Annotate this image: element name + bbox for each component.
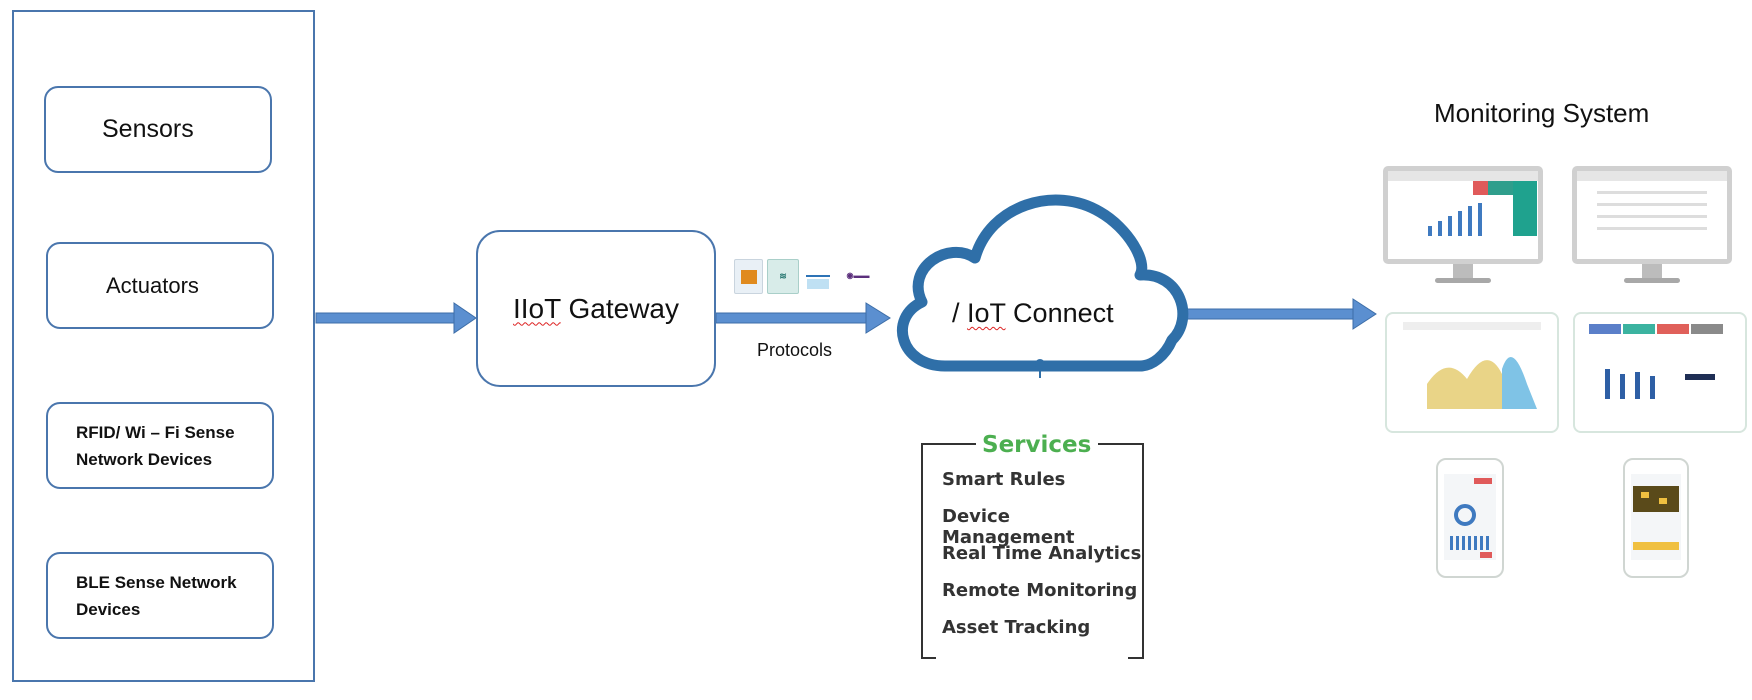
phone-map-icon <box>1623 458 1689 578</box>
desktop-monitor-icon <box>1572 166 1732 286</box>
service-item: Asset Tracking <box>942 617 1091 638</box>
tablet-bar-chart-icon <box>1573 312 1747 433</box>
services-title: Services <box>982 432 1092 458</box>
desktop-monitor-icon <box>1383 166 1543 286</box>
monitoring-title: Monitoring System <box>1434 98 1650 128</box>
arrow-panel-to-gateway <box>315 302 477 334</box>
ble-line-2: Devices <box>76 599 141 619</box>
gateway-label: IIoT Gateway <box>513 293 679 325</box>
iiot-gateway-box: IIoT Gateway <box>476 230 716 387</box>
arrow-gateway-to-cloud <box>715 302 891 334</box>
ble-box: BLE Sense Network Devices <box>46 552 274 639</box>
area-chart-graphic <box>1403 322 1541 409</box>
protocol-logos: ≋ ◉▬▬ <box>734 259 886 295</box>
actuators-label: Actuators <box>106 272 199 298</box>
can-bus-logo-icon: ≋ <box>767 259 799 294</box>
cloud-shape <box>897 194 1189 378</box>
services-bracket <box>921 443 1144 659</box>
ble-line-1: BLE Sense Network <box>76 572 237 592</box>
bar-chart-graphic <box>1589 324 1723 399</box>
service-item: Smart Rules <box>942 469 1066 490</box>
arrow-cloud-to-monitoring <box>1184 298 1377 330</box>
protocols-label: Protocols <box>757 340 833 360</box>
phone-dashboard-icon <box>1436 458 1504 578</box>
sensors-label: Sensors <box>102 115 194 143</box>
service-item: Device Management <box>942 506 1075 548</box>
sensors-box: Sensors <box>44 86 272 173</box>
gateway-label-rest: Gateway <box>560 292 679 324</box>
gateway-label-iiot: IIoT <box>512 292 561 324</box>
rfid-wifi-label: RFID/ Wi – Fi Sense Network Devices <box>76 419 235 473</box>
rfid-line-1: RFID/ Wi – Fi Sense <box>76 422 235 442</box>
service-item: Real Time Analytics <box>942 543 1142 564</box>
rfid-line-2: Network Devices <box>76 449 213 469</box>
mqtt-logo-icon: ◉▬▬ <box>846 270 870 280</box>
service-item: Remote Monitoring <box>942 580 1138 601</box>
cloud-label: / IoT Connect <box>952 298 1114 329</box>
cloud-label-iot: IoT <box>967 298 1006 328</box>
bus-protocol-logo-icon <box>734 259 763 294</box>
cloud-label-rest: Connect <box>1005 298 1114 328</box>
tablet-area-chart-icon <box>1385 312 1559 433</box>
actuators-box: Actuators <box>46 242 274 329</box>
services-panel: Services Smart Rules Device Management R… <box>920 432 1145 658</box>
ble-label: BLE Sense Network Devices <box>76 569 237 623</box>
devices-panel <box>12 10 315 682</box>
bacnet-logo-icon <box>802 259 834 292</box>
rfid-wifi-box: RFID/ Wi – Fi Sense Network Devices <box>46 402 274 489</box>
cloud-label-prefix: / <box>952 298 968 328</box>
